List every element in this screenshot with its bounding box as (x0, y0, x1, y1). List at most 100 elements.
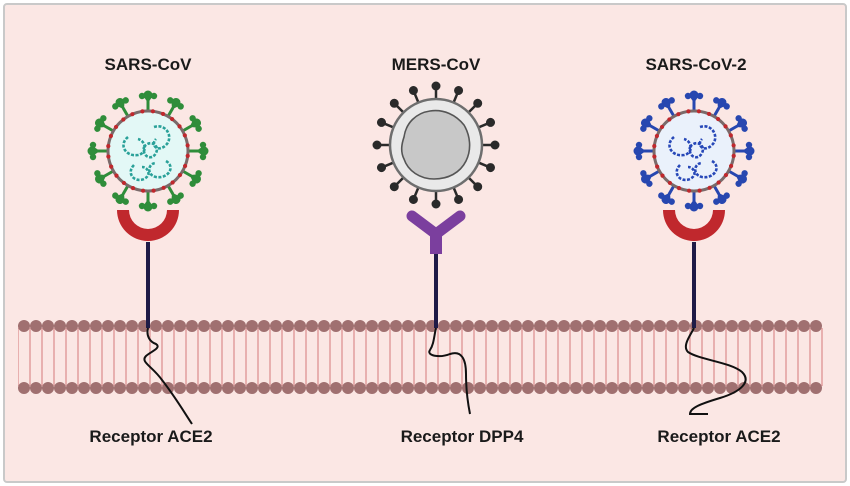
receptor-intracellular-tail (143, 327, 193, 425)
lipid-head (522, 382, 534, 394)
lipid-head (558, 382, 570, 394)
lipid-head (762, 382, 774, 394)
lipid-head (366, 320, 378, 332)
lipid-head (42, 382, 54, 394)
lipid-tails (18, 328, 830, 386)
spike-protein (180, 168, 202, 187)
lipid-head (318, 382, 330, 394)
lipid-head (354, 382, 366, 394)
lipid-head (198, 382, 210, 394)
lipid-head (150, 320, 162, 332)
lipid-head (414, 320, 426, 332)
lipid-head (558, 320, 570, 332)
spike-protein (711, 183, 730, 205)
lipid-head (582, 382, 594, 394)
lipid-head (438, 382, 450, 394)
lipid-head (618, 320, 630, 332)
lipid-heads-outer (18, 320, 822, 332)
lipid-head (258, 320, 270, 332)
lipid-head (606, 382, 618, 394)
lipid-head (786, 320, 798, 332)
lipid-head (522, 320, 534, 332)
lipid-head (474, 320, 486, 332)
virus-title-mers-cov: MERS-CoV (392, 55, 481, 74)
lipid-head (54, 382, 66, 394)
lipid-head (402, 382, 414, 394)
lipid-head (486, 320, 498, 332)
lipid-head (438, 320, 450, 332)
lipid-head (42, 320, 54, 332)
lipid-head (78, 320, 90, 332)
viral-envelope (106, 109, 190, 193)
lipid-heads-inner (18, 382, 822, 394)
diagram-background (3, 3, 847, 483)
lipid-head (378, 382, 390, 394)
lipid-head (810, 382, 822, 394)
lipid-head (630, 382, 642, 394)
lipid-head (510, 382, 522, 394)
lipid-head (714, 382, 726, 394)
lipid-head (174, 382, 186, 394)
lipid-head (702, 382, 714, 394)
lipid-head (222, 382, 234, 394)
lipid-head (570, 320, 582, 332)
lipid-head (774, 382, 786, 394)
panel-sars-cov: SARS-CoV Receptor ACE2 (87, 55, 213, 446)
spike-protein (711, 97, 730, 119)
lipid-head (498, 320, 510, 332)
lipid-head (594, 320, 606, 332)
spike-protein (112, 183, 131, 205)
lipid-head (498, 382, 510, 394)
spike-protein (658, 97, 677, 119)
lipid-head (702, 320, 714, 332)
lipid-head (90, 382, 102, 394)
lipid-head (762, 320, 774, 332)
lipid-head (786, 382, 798, 394)
viral-envelope (652, 109, 736, 193)
coronavirus-icon (87, 90, 209, 212)
lipid-head (234, 382, 246, 394)
lipid-head (126, 320, 138, 332)
lipid-head (30, 382, 42, 394)
lipid-head (102, 320, 114, 332)
lipid-head (690, 382, 702, 394)
spike-protein (165, 183, 184, 205)
lipid-head (714, 320, 726, 332)
lipid-head (330, 320, 342, 332)
lipid-head (462, 382, 474, 394)
lipid-head (150, 382, 162, 394)
lipid-head (78, 382, 90, 394)
lipid-head (30, 320, 42, 332)
lipid-head (378, 320, 390, 332)
lipid-head (654, 382, 666, 394)
lipid-head (282, 320, 294, 332)
lipid-head (450, 382, 462, 394)
receptor-intracellular-tail (428, 327, 471, 415)
lipid-head (162, 320, 174, 332)
lipid-head (234, 320, 246, 332)
lipid-head (306, 382, 318, 394)
lipid-head (474, 382, 486, 394)
lipid-head (390, 382, 402, 394)
lipid-head (534, 320, 546, 332)
lipid-head (66, 320, 78, 332)
coronavirus-icon (633, 90, 755, 212)
receptor-label-ace2-1: Receptor ACE2 (89, 427, 212, 446)
panel-sars-cov-2: SARS-CoV-2 Receptor ACE2 (633, 55, 781, 446)
viral-rna (668, 125, 718, 182)
lipid-head (210, 320, 222, 332)
lipid-head (426, 382, 438, 394)
lipid-head (666, 382, 678, 394)
lipid-head (738, 382, 750, 394)
lipid-head (210, 382, 222, 394)
lipid-head (678, 382, 690, 394)
lipid-head (390, 320, 402, 332)
lipid-head (126, 382, 138, 394)
lipid-head (402, 320, 414, 332)
lipid-head (750, 382, 762, 394)
lipid-head (726, 320, 738, 332)
receptor-intracellular-tail (684, 327, 747, 415)
lipid-head (618, 382, 630, 394)
virus-title-sars-cov-2: SARS-CoV-2 (645, 55, 746, 74)
